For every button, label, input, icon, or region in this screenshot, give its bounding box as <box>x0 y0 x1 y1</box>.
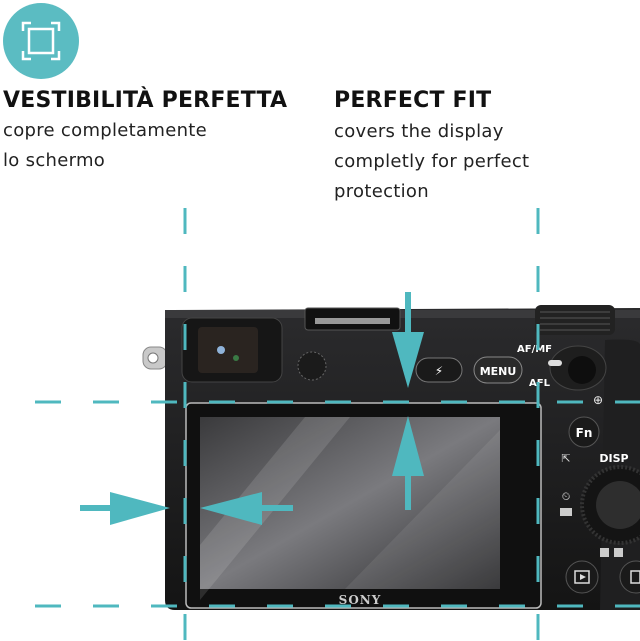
menu-button[interactable]: MENU <box>473 356 523 384</box>
arrow-left-icon <box>200 492 262 525</box>
svg-text:MENU: MENU <box>480 365 517 378</box>
dashed-guides <box>35 208 640 641</box>
arrow-right-icon <box>110 492 170 525</box>
delete-button[interactable] <box>619 560 640 594</box>
fullscreen-frame-badge <box>3 3 79 79</box>
english-line-2: completly for perfect <box>334 151 530 172</box>
af-mf-label: AF/MF <box>517 344 552 355</box>
italian-line-2: lo schermo <box>3 150 106 171</box>
svg-text:⚡: ⚡ <box>435 364 443 378</box>
italian-line-1: copre completamente <box>3 120 208 141</box>
viewfinder <box>181 317 283 383</box>
flash-button[interactable]: ⚡ <box>415 357 463 383</box>
brand-logo: SONY <box>339 593 382 607</box>
strap-lug <box>142 346 168 370</box>
english-line-1: covers the display <box>334 121 504 142</box>
fn-button[interactable]: Fn <box>568 416 600 448</box>
playback-button[interactable] <box>565 560 599 594</box>
italian-title: VESTIBILITÀ PERFETTA <box>3 88 288 113</box>
iso-icon <box>614 548 623 557</box>
arrow-up-icon <box>392 416 424 476</box>
english-line-3: protection <box>334 181 429 202</box>
afl-label: AFL <box>529 378 551 389</box>
italian-description: copre completamente lo schermo <box>3 116 207 176</box>
drive-mode-icon <box>560 508 572 516</box>
disp-label: DISP <box>599 452 628 465</box>
self-timer-icon: ⏲ <box>562 490 571 503</box>
lcd-screen: SONY <box>185 402 542 609</box>
svg-text:Fn: Fn <box>576 426 593 440</box>
zoom-in-icon: ⊕ <box>593 393 603 407</box>
english-description: covers the display completly for perfect… <box>334 117 529 207</box>
fullscreen-frame-icon <box>21 21 61 61</box>
send-to-smartphone-icon: ⇱ <box>561 452 570 465</box>
af-mf-lever[interactable] <box>548 345 607 391</box>
exposure-comp-icon <box>600 548 609 557</box>
arrow-down-icon <box>392 332 424 388</box>
diopter-dial[interactable] <box>297 351 327 381</box>
fit-arrows <box>80 292 424 525</box>
english-title: PERFECT FIT <box>334 88 492 113</box>
control-wheel[interactable] <box>580 465 640 545</box>
